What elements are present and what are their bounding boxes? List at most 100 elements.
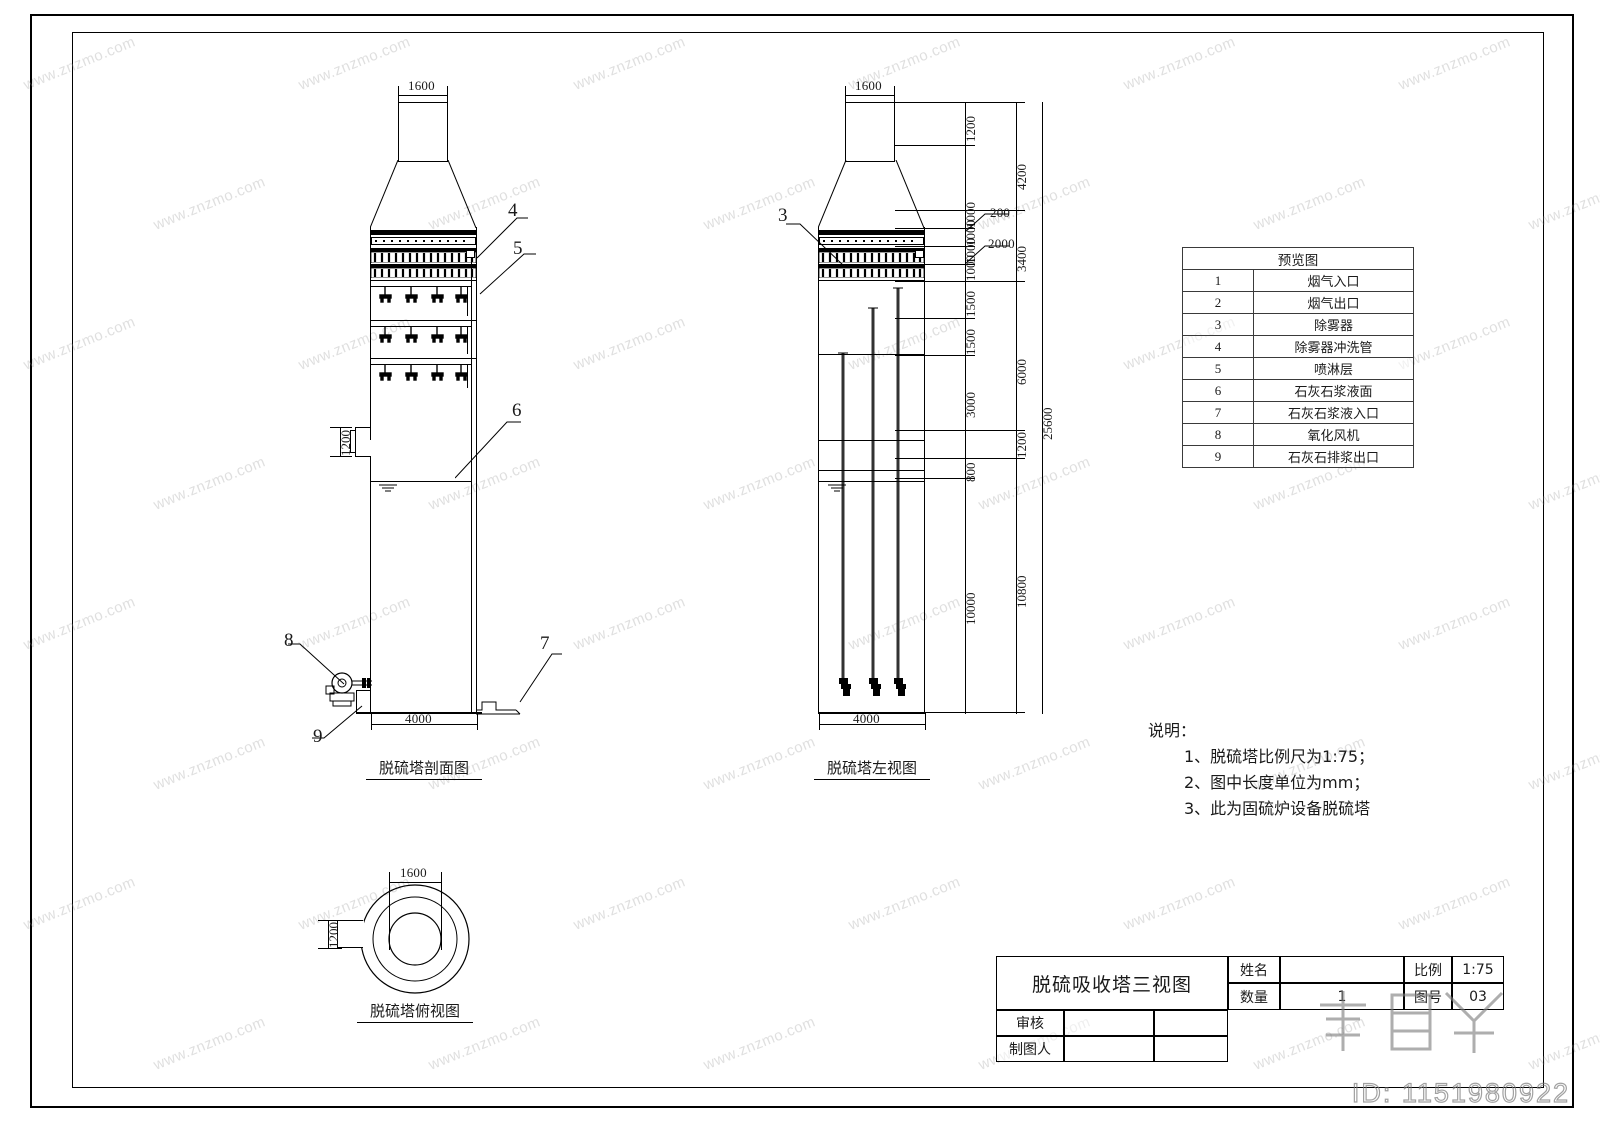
top-dim1600-ext-r <box>441 872 442 950</box>
oxidation-blower <box>325 672 372 707</box>
spray-deck-3-top <box>371 358 476 359</box>
dim-1200-ext-bot <box>330 456 352 457</box>
dim-1600-section: 1600 <box>408 78 435 93</box>
dim-ext-right <box>447 86 448 106</box>
dimext-a4 <box>895 228 975 229</box>
dim-1200-ext-top <box>330 427 352 428</box>
spray-deck-1-top <box>371 280 476 281</box>
legend-row-number: 6 <box>1182 379 1254 402</box>
title-block: 脱硫吸收塔三视图 姓名 比例 1:75 数量 1 图号 03 审核 制图人 <box>996 956 1504 1062</box>
legend-row-number: 1 <box>1182 269 1254 292</box>
demister-wash-nozzles <box>375 240 465 242</box>
legend-row-number: 5 <box>1182 357 1254 380</box>
legend-row-number: 7 <box>1182 401 1254 424</box>
left-view-caption: 脱硫塔左视图 <box>826 759 917 777</box>
left-demister-vanes-lower <box>819 268 924 278</box>
dimext-a2 <box>895 145 975 146</box>
spray-riser-c <box>467 364 468 388</box>
outlet-stack <box>398 102 448 162</box>
dim-4200: 4200 <box>1014 164 1029 190</box>
dimext-a8 <box>895 318 975 319</box>
top-view-caption: 脱硫塔俯视图 <box>369 1002 460 1020</box>
left-dim4000-ext-r <box>925 714 926 730</box>
left-level-line <box>819 481 924 482</box>
title-block-review-value2 <box>1154 1010 1228 1036</box>
top-dim1600-ext-l <box>389 872 390 950</box>
callout-9-number: 9 <box>313 726 323 747</box>
dim-4000-ext-right <box>477 714 478 730</box>
legend-row-label: 石灰石浆液入口 <box>1253 401 1414 424</box>
dim-ext-left <box>398 86 399 106</box>
dimext-a7 <box>895 281 1025 282</box>
dim-800: 800 <box>963 462 978 483</box>
title-block-drawing-name: 脱硫吸收塔三视图 <box>996 956 1228 1010</box>
callout-4-leader <box>476 217 528 259</box>
title-block-owner-value <box>1280 956 1404 983</box>
top-dim1200-ext-t <box>318 920 342 921</box>
demister-band-1 <box>371 230 476 235</box>
left-demister-vanes-upper <box>819 252 924 263</box>
dimext-a12 <box>895 478 975 479</box>
legend-row-label: 喷淋层 <box>1253 357 1414 380</box>
callout-6-number: 6 <box>512 400 522 421</box>
title-block-drafter-label: 制图人 <box>996 1036 1064 1062</box>
demister-band-3 <box>371 264 476 268</box>
slurry-level-line <box>371 481 471 482</box>
left-deck-line-3 <box>819 440 924 441</box>
callout-6-leader <box>455 421 521 479</box>
title-block-review-value1 <box>1064 1010 1154 1036</box>
legend-row-label: 石灰石排浆出口 <box>1253 445 1414 468</box>
dim-line-1600 <box>398 95 448 96</box>
base-skirt-left-top <box>356 690 371 691</box>
callout-9-leader <box>312 705 363 739</box>
section-view-caption: 脱硫塔剖面图 <box>378 759 469 777</box>
left-demister-wash-connection <box>915 250 924 258</box>
dimext-a13 <box>895 712 1025 713</box>
level-symbol <box>379 484 397 492</box>
callout-8-leader <box>288 643 345 685</box>
title-block-scale-value: 1:75 <box>1452 956 1504 983</box>
legend-header: 预览图 <box>1182 247 1414 270</box>
dimchain-overall-line <box>1042 102 1043 714</box>
title-block-drafter-value2 <box>1154 1036 1228 1062</box>
dimext-a1 <box>895 102 1025 103</box>
left-cone-transition <box>818 160 925 228</box>
callout-3-number: 3 <box>778 205 788 226</box>
dim-1600-top: 1600 <box>400 865 427 880</box>
top-dim1600-line <box>389 882 442 883</box>
legend-row-label: 氧化风机 <box>1253 423 1414 446</box>
dim-6000: 6000 <box>1014 359 1029 385</box>
left-demister-wash-header <box>819 237 924 245</box>
top-view-caption-underline <box>357 1022 473 1023</box>
left-dim1600-line <box>845 95 895 96</box>
note-item-1: 1、脱硫塔比例尺为1:75； <box>1184 747 1375 766</box>
dimchain-outer-line <box>1016 102 1017 714</box>
note-item-3: 3、此为固硫炉设备脱硫塔 <box>1184 799 1371 818</box>
spray-deck-2-top <box>371 320 476 321</box>
title-block-scale-label: 比例 <box>1404 956 1452 983</box>
spray-riser-b <box>467 326 468 354</box>
left-view: 1600 <box>0 0 1100 800</box>
dimchain-inner-line <box>965 102 966 714</box>
spray-riser-a <box>467 286 468 316</box>
dim-10000: 10000 <box>963 592 978 626</box>
spray-header-2 <box>371 326 471 327</box>
left-deck-line-1 <box>819 280 924 281</box>
dim-1500-a: 1500 <box>963 291 978 317</box>
notes-title: 说明： <box>1148 721 1197 740</box>
shell-right-wall <box>476 227 477 714</box>
dim-4000-ext-left <box>371 714 372 730</box>
left-deck-line-4 <box>819 470 924 471</box>
spray-header-1 <box>371 286 471 287</box>
title-block-dwgno-label: 图号 <box>1404 983 1452 1010</box>
title-block-dwgno-value: 03 <box>1452 983 1504 1010</box>
dimext-a6 <box>895 264 975 265</box>
title-block-owner-label: 姓名 <box>1228 956 1280 983</box>
slurry-inlet-piping <box>476 701 521 715</box>
